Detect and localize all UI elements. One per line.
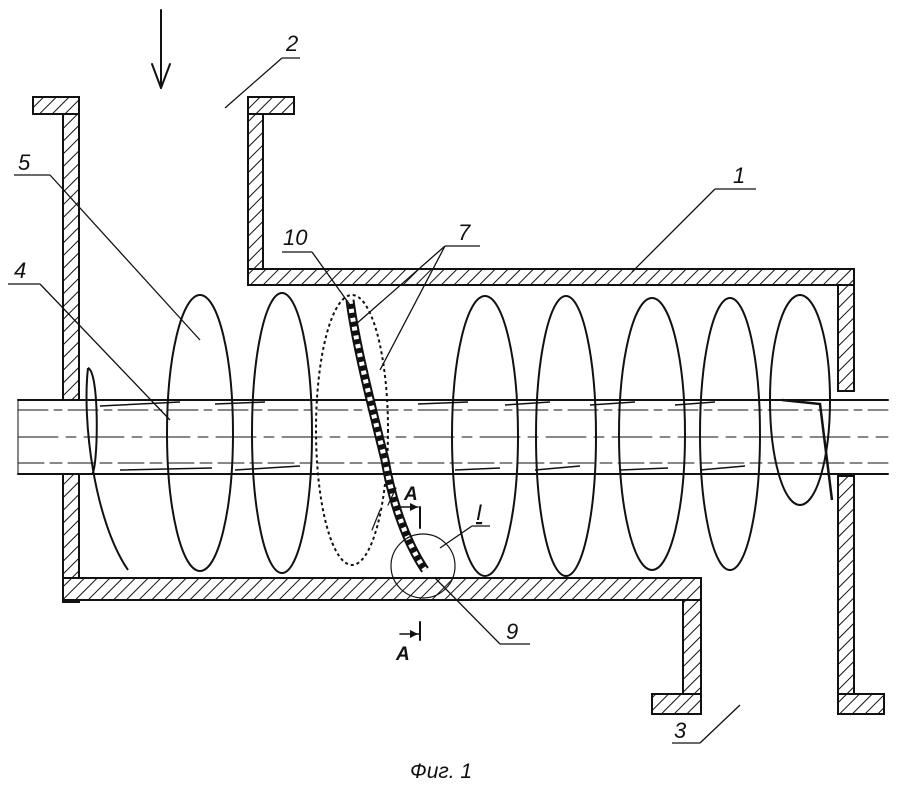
label-toothed-flight: 7	[458, 220, 471, 245]
leader-lines	[8, 57, 756, 744]
dimension-mark	[371, 487, 397, 531]
section-marker-top	[399, 503, 421, 529]
inflow-arrow	[151, 9, 171, 89]
figure-caption: Фиг. 1	[410, 760, 472, 783]
label-shaft: 4	[14, 258, 26, 283]
label-housing: 1	[733, 163, 745, 188]
label-tooth: 9	[506, 619, 518, 644]
label-section-top: A	[403, 484, 418, 505]
label-edge: 10	[283, 225, 308, 250]
screw-flights	[85, 292, 834, 577]
section-marker-bottom	[399, 621, 421, 641]
toothed-flight	[345, 299, 429, 573]
label-inlet: 2	[285, 31, 298, 56]
label-flight: 5	[18, 150, 31, 175]
label-section-bottom: A	[395, 644, 410, 665]
detail-circle	[390, 533, 456, 599]
label-detail-mark: I	[476, 500, 482, 525]
label-outlet: 3	[674, 718, 687, 743]
